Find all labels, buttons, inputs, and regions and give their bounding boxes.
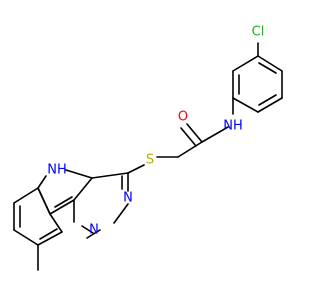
- molecule-canvas: Cl O NH S NH N N: [13, 25, 283, 271]
- bond: [177, 141, 203, 158]
- bond: [186, 123, 203, 143]
- bond: [180, 127, 197, 147]
- bond: [13, 187, 39, 204]
- bond: [37, 187, 51, 215]
- bond: [86, 229, 101, 239]
- amide-nh-label: NH: [223, 119, 243, 134]
- atom-labels: Cl O NH S NH N N: [47, 25, 264, 238]
- bond: [232, 97, 259, 113]
- bond: [257, 97, 283, 113]
- indole-nh-label: NH: [47, 163, 67, 178]
- bond: [232, 55, 259, 72]
- bond: [49, 199, 75, 215]
- bond: [13, 229, 39, 246]
- chlorine-label: Cl: [252, 25, 265, 40]
- benzene-ring: [13, 187, 63, 246]
- bond: [258, 94, 277, 106]
- sulfur-label: S: [146, 153, 154, 168]
- bond: [258, 62, 277, 74]
- bond: [37, 231, 63, 246]
- bond: [201, 126, 229, 143]
- oxygen-label: O: [178, 110, 188, 125]
- pyrimidine-n2-label: N: [89, 223, 99, 238]
- bond: [127, 164, 145, 174]
- bond: [81, 225, 94, 234]
- pyrimidine-ring: [73, 172, 129, 239]
- bond: [73, 177, 93, 201]
- bond: [91, 172, 129, 179]
- bond: [113, 203, 129, 224]
- bond: [54, 196, 73, 208]
- bond: [49, 213, 63, 233]
- bond: [37, 175, 47, 189]
- bond: [65, 169, 93, 179]
- chlorophenyl-ring: [232, 42, 283, 113]
- structure-drawing: Cl O NH S NH N N: [13, 25, 283, 271]
- bond: [257, 55, 283, 72]
- bond: [39, 228, 58, 240]
- pyrimidine-n1-label: N: [123, 191, 133, 206]
